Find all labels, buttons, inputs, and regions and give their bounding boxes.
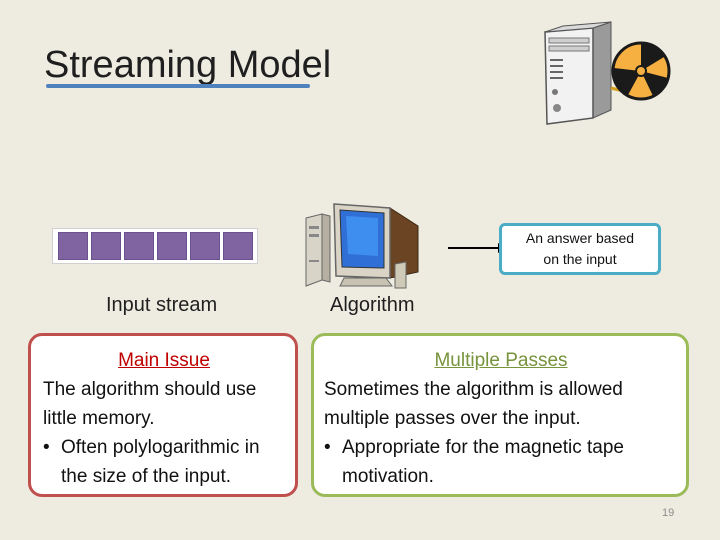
main-issue-heading: Main Issue <box>118 350 210 371</box>
page-number: 19 <box>662 507 675 519</box>
stream-cell <box>123 232 154 260</box>
server-tower-icon <box>544 21 640 125</box>
title-underline <box>46 84 310 88</box>
stream-cell <box>189 232 220 260</box>
multiple-passes-bullet: • Appropriate for the magnetic tape moti… <box>324 433 678 491</box>
bullet-dot-icon: • <box>43 437 50 458</box>
input-stream-label: Input stream <box>106 294 218 316</box>
multiple-passes-heading: Multiple Passes <box>434 350 568 371</box>
main-issue-bullet: • Often polylogarithmic in the size of t… <box>43 433 285 491</box>
stream-cell <box>156 232 187 260</box>
answer-text-line1: An answer based <box>525 230 635 246</box>
tape-reel-icon <box>611 41 671 101</box>
slide-title: Streaming Model <box>44 44 332 86</box>
multiple-passes-bullet-text: Appropriate for the magnetic tape motiva… <box>342 437 625 487</box>
main-issue-bullet-text: Often polylogarithmic in the size of the… <box>61 437 260 487</box>
bullet-dot-icon: • <box>324 437 331 458</box>
stream-cell <box>57 232 88 260</box>
answer-text-line2: on the input <box>543 251 617 267</box>
main-issue-text: The algorithm should use little memory. <box>43 379 257 429</box>
main-issue-box: Main Issue The algorithm should use litt… <box>28 333 298 497</box>
algorithm-label: Algorithm <box>330 294 415 316</box>
answer-box: An answer based on the input <box>499 223 661 275</box>
input-stream <box>52 228 258 264</box>
multiple-passes-box: Multiple Passes Sometimes the algorithm … <box>311 333 689 497</box>
stream-cell <box>90 232 121 260</box>
stream-cell <box>222 232 253 260</box>
desktop-computer-icon <box>305 203 419 289</box>
multiple-passes-text: Sometimes the algorithm is allowed multi… <box>324 379 623 429</box>
